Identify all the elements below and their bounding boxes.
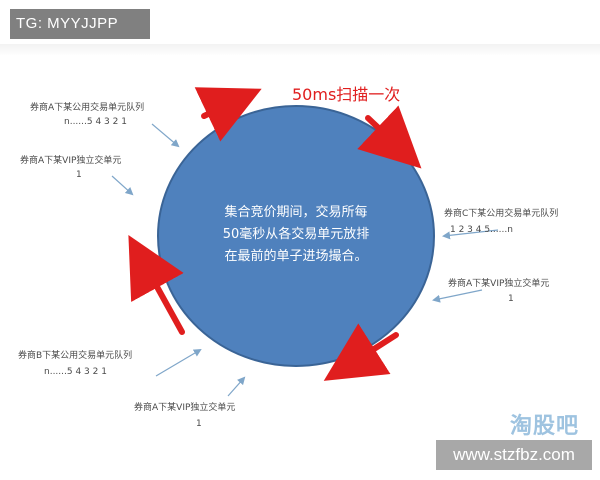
watermark-tag: TG: MYYJJPP [10, 9, 150, 39]
circle-text-line-1: 集合竞价期间，交易所每 [224, 204, 367, 220]
red-arrow-left [128, 234, 185, 335]
label-broker-c-public-queue-nums: 1 2 3 4 5......n [450, 225, 513, 235]
label-broker-a-vip-bottom-num: 1 [196, 419, 202, 429]
red-arrow-top-left [194, 87, 262, 142]
label-broker-a-public-queue-nums: n......5 4 3 2 1 [64, 117, 127, 127]
label-broker-b-public-queue-nums: n......5 4 3 2 1 [44, 367, 107, 377]
footer-url: www.stzfbz.com [436, 440, 592, 470]
pointer-arrows [111, 123, 499, 397]
pointer-broker-a-vip-left [111, 175, 134, 196]
label-broker-a-public-queue: 券商A下某公用交易单元队列 [30, 101, 144, 113]
label-broker-a-vip-left: 券商A下某VIP独立交单元 [20, 154, 121, 166]
pointer-broker-a-vip-right [432, 289, 483, 303]
pointer-broker-c-public [442, 229, 499, 240]
rotation-arrows [128, 87, 422, 381]
pointer-broker-b-public [155, 348, 202, 377]
circle-text-line-3: 在最前的单子进场撮合。 [224, 248, 367, 264]
red-arrow-bottom-right [323, 323, 399, 381]
label-broker-c-public-queue: 券商C下某公用交易单元队列 [444, 207, 558, 219]
label-broker-a-vip-right: 券商A下某VIP独立交单元 [448, 277, 549, 289]
scan-label: 50ms扫描一次 [292, 85, 400, 104]
label-broker-a-vip-left-num: 1 [76, 170, 82, 180]
pointer-broker-a-public [151, 123, 180, 148]
circle-text-line-2: 50毫秒从各交易单元放排 [223, 226, 370, 242]
pointer-broker-a-vip-bottom [227, 376, 246, 397]
top-fade [0, 44, 600, 56]
label-broker-a-vip-right-num: 1 [508, 294, 514, 304]
red-arrow-top-right [357, 105, 422, 169]
site-logo: 淘股吧 [510, 414, 580, 439]
label-broker-a-vip-bottom: 券商A下某VIP独立交单元 [134, 401, 235, 413]
label-broker-b-public-queue: 券商B下某公用交易单元队列 [18, 349, 132, 361]
